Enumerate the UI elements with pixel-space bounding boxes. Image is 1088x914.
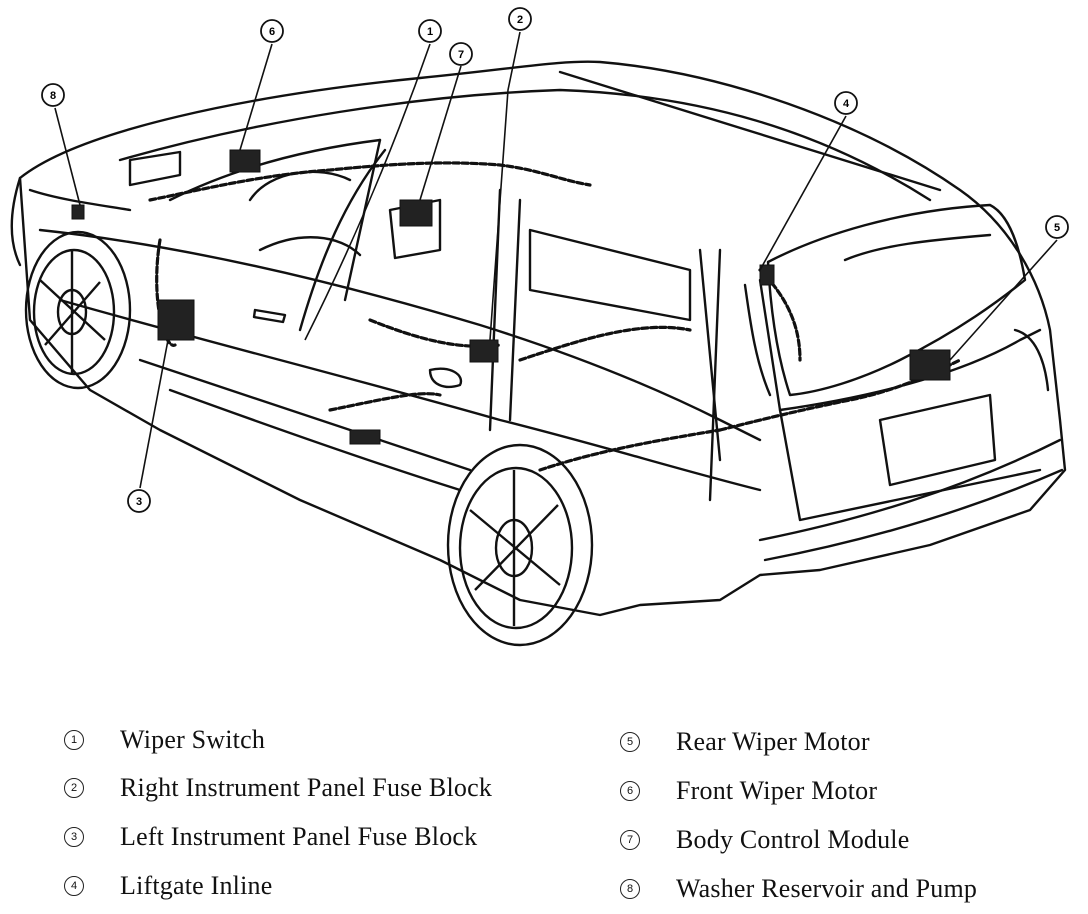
vehicle-outline: [10, 60, 1067, 617]
leader-line-7: [419, 65, 462, 201]
legend-item-2: 2 Right Instrument Panel Fuse Block: [64, 768, 492, 808]
callout-7-number: 7: [458, 49, 464, 61]
legend-label-6: Front Wiper Motor: [676, 776, 878, 805]
wiring-harness: [148, 161, 962, 472]
legend-number-6: 6: [620, 781, 640, 801]
legend-item-6: 6 Front Wiper Motor: [620, 771, 877, 811]
callouts: 1 2 3 4 5 6 7 8: [41, 7, 1069, 513]
callout-2-number: 2: [517, 14, 523, 26]
legend-number-1: 1: [64, 730, 84, 750]
leader-line-1: [304, 43, 431, 341]
legend-number-2: 2: [64, 778, 84, 798]
legend-number-3: 3: [64, 827, 84, 847]
legend-item-5: 5 Rear Wiper Motor: [620, 722, 870, 762]
callout-1-number: 1: [427, 26, 433, 38]
callout-2: 2: [508, 7, 532, 31]
legend-item-4: 4 Liftgate Inline: [64, 866, 272, 906]
leader-line-3: [139, 339, 169, 489]
leader-lines: [54, 31, 1058, 489]
legend-item-1: 1 Wiper Switch: [64, 720, 265, 760]
legend-number-7: 7: [620, 830, 640, 850]
legend: 1 Wiper Switch 2 Right Instrument Panel …: [0, 716, 1088, 914]
rear-wheel: [446, 443, 594, 647]
legend-label-5: Rear Wiper Motor: [676, 727, 870, 756]
callout-8-number: 8: [50, 90, 56, 102]
legend-item-8: 8 Washer Reservoir and Pump: [620, 869, 977, 909]
callout-8: 8: [41, 83, 65, 107]
callout-5: 5: [1045, 215, 1069, 239]
legend-label-2: Right Instrument Panel Fuse Block: [120, 773, 493, 802]
leader-line-2: [489, 31, 521, 341]
legend-item-7: 7 Body Control Module: [620, 820, 909, 860]
legend-label-1: Wiper Switch: [120, 725, 266, 754]
legend-label-3: Left Instrument Panel Fuse Block: [120, 822, 478, 851]
legend-item-3: 3 Left Instrument Panel Fuse Block: [64, 817, 477, 857]
callout-7: 7: [449, 42, 473, 66]
legend-label-4: Liftgate Inline: [120, 871, 273, 900]
legend-label-8: Washer Reservoir and Pump: [676, 874, 978, 903]
callout-3-number: 3: [136, 496, 142, 508]
callout-6: 6: [260, 19, 284, 43]
components: [71, 149, 951, 445]
legend-number-5: 5: [620, 732, 640, 752]
callout-6-number: 6: [269, 26, 275, 38]
leader-line-5: [949, 239, 1058, 361]
leader-line-6: [239, 43, 273, 151]
callout-5-number: 5: [1054, 222, 1060, 234]
legend-number-4: 4: [64, 876, 84, 896]
leader-line-4: [759, 115, 847, 271]
callout-3: 3: [127, 489, 151, 513]
leader-line-8: [54, 107, 81, 206]
vehicle-wiring-diagram: 1 2 3 4 5 6 7 8: [10, 7, 1069, 647]
callout-1: 1: [418, 19, 442, 43]
callout-4-number: 4: [843, 98, 850, 110]
front-wheel: [24, 230, 132, 390]
legend-number-8: 8: [620, 879, 640, 899]
legend-label-7: Body Control Module: [676, 825, 910, 854]
callout-4: 4: [834, 91, 858, 115]
